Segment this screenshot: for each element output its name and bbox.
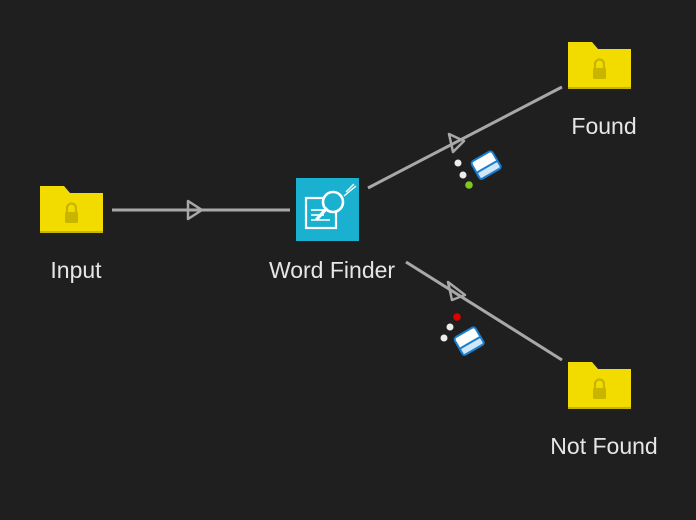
found-node-icon[interactable] (568, 42, 631, 89)
not-found-node-label[interactable]: Not Found (550, 433, 658, 459)
status-dot-success (465, 181, 473, 189)
status-dot-error (453, 313, 461, 321)
status-dot (440, 334, 448, 342)
status-dot (454, 159, 462, 167)
input-node-label[interactable]: Input (50, 257, 102, 283)
connection-arrow-icon (447, 132, 466, 154)
word-finder-node-icon[interactable] (296, 178, 359, 241)
found-node-label[interactable]: Found (571, 113, 637, 139)
document-magnifier-icon (304, 183, 357, 230)
found-connection-status[interactable] (454, 150, 502, 189)
connection-word-finder-to-not-found[interactable] (405, 260, 563, 362)
lock-icon (65, 202, 78, 223)
connection-arrow-icon (186, 199, 204, 221)
lock-icon (593, 378, 606, 399)
lock-icon (593, 58, 606, 79)
connection-input-to-word-finder[interactable] (112, 199, 290, 221)
status-dot (459, 171, 467, 179)
connection-arrow-icon (446, 280, 467, 302)
eraser-icon (470, 150, 502, 180)
connection-word-finder-to-found[interactable] (367, 85, 563, 190)
not-found-connection-status[interactable] (440, 313, 485, 356)
input-node-icon[interactable] (40, 186, 103, 233)
word-finder-node-label[interactable]: Word Finder (268, 257, 396, 283)
status-dot (446, 323, 454, 331)
not-found-node-icon[interactable] (568, 362, 631, 409)
eraser-icon (453, 326, 485, 356)
